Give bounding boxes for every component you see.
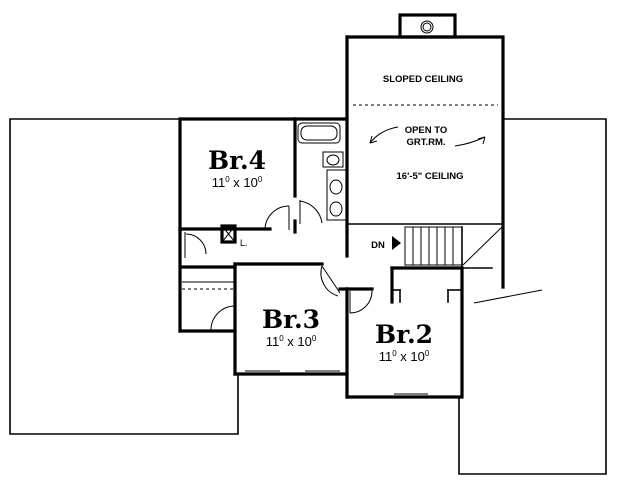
down-arrow-icon bbox=[392, 236, 401, 250]
stairs bbox=[392, 226, 463, 269]
bedroom-2: Br.2 110 x 100 bbox=[345, 266, 464, 399]
bathroom bbox=[293, 117, 349, 234]
down-label: DN bbox=[371, 240, 385, 251]
open-to-note-line1: OPEN TO bbox=[405, 125, 448, 136]
br4-dimensions: 110 x 100 bbox=[212, 175, 263, 190]
roof-outline-right bbox=[458, 118, 607, 475]
br3-label: Br.3 bbox=[262, 305, 320, 334]
br2-dimensions: 110 x 100 bbox=[379, 349, 430, 364]
linen-label: L. bbox=[240, 238, 248, 248]
linen-closet: L. bbox=[178, 224, 248, 333]
open-to-below-area bbox=[345, 35, 505, 289]
chimney bbox=[398, 13, 457, 39]
roof-outline-left bbox=[9, 118, 239, 435]
ceiling-height-note: 16'-5" CEILING bbox=[397, 171, 464, 182]
sloped-ceiling-note: SLOPED CEILING bbox=[383, 74, 463, 85]
br4-label: Br.4 bbox=[208, 146, 266, 175]
hall-walls bbox=[345, 230, 493, 269]
bedroom-3: Br.3 110 x 100 bbox=[233, 262, 349, 399]
br3-dimensions: 110 x 100 bbox=[266, 334, 317, 349]
open-to-note-line2: GRT.RM. bbox=[406, 137, 445, 148]
bedroom-4: Br.4 110 x 100 bbox=[178, 117, 297, 234]
br2-label: Br.2 bbox=[375, 320, 433, 349]
